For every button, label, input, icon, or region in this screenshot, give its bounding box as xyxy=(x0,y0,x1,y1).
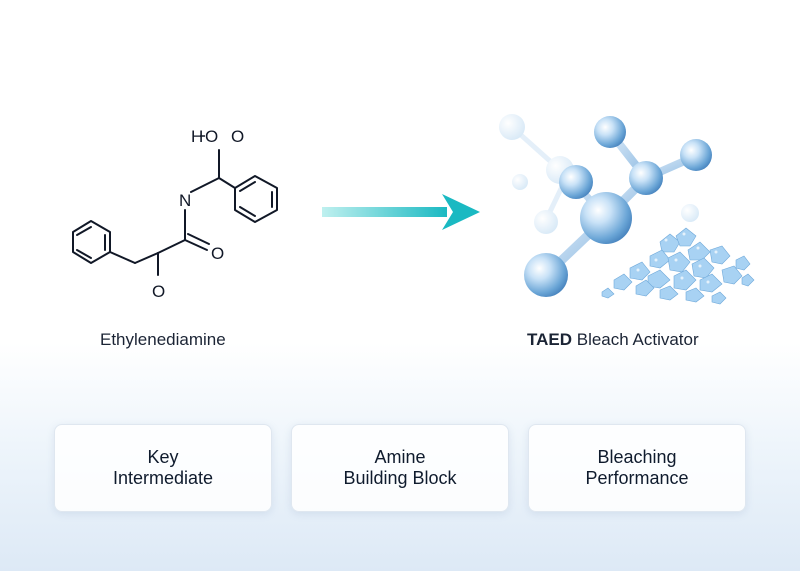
reaction-arrow xyxy=(322,194,480,230)
crystal-granules xyxy=(601,227,755,305)
atom-label-o-top-1: O xyxy=(205,127,218,146)
molecule-atoms xyxy=(524,116,712,297)
carbonyl-double-bond-2 xyxy=(187,233,210,245)
bond-n-to-ch xyxy=(190,177,220,193)
card-text: Bleaching Performance xyxy=(585,447,688,489)
card-line-1: Key xyxy=(147,447,179,467)
product-caption: TAED Bleach Activator xyxy=(527,330,699,350)
atom-sphere xyxy=(629,161,663,195)
card-line-1: Amine xyxy=(374,447,426,467)
card-line-1: Bleaching xyxy=(597,447,677,467)
carbonyl-double-bond-1 xyxy=(184,239,208,251)
product-caption-rest: Bleach Activator xyxy=(572,330,699,349)
crystal-highlights xyxy=(636,232,718,284)
right-ring-inner-bond-1 xyxy=(239,181,256,192)
card-line-2: Performance xyxy=(585,468,689,488)
bond-ch-to-right-ring xyxy=(218,177,236,189)
card-line-2: Building Block xyxy=(343,468,457,488)
bond-alpha-carbon xyxy=(134,252,159,264)
left-ring-inner-bond-3 xyxy=(76,249,92,259)
card-text: Amine Building Block xyxy=(343,447,456,489)
feature-card-bleaching-performance: Bleaching Performance xyxy=(528,424,746,512)
bond-to-carbonyl xyxy=(157,239,186,254)
atom-label-n: N xyxy=(179,191,191,210)
atom-sphere-central xyxy=(580,192,632,244)
left-ring-inner-bond-1 xyxy=(76,226,92,236)
atom-sphere xyxy=(524,253,568,297)
atom-label-o-right: O xyxy=(211,244,224,263)
card-line-2: Intermediate xyxy=(112,468,214,488)
feature-card-key-intermediate: Key Intermediate xyxy=(54,424,272,512)
atom-label-h: H xyxy=(191,127,203,146)
feature-card-amine-building-block: Amine Building Block xyxy=(291,424,509,512)
atom-label-o-bottom: O xyxy=(152,282,165,301)
right-benzene-ring xyxy=(234,175,278,223)
taed-molecule-illustration xyxy=(499,114,755,305)
atom-sphere xyxy=(594,116,626,148)
chemical-structure: H O O N O O xyxy=(72,127,278,301)
product-caption-abbrev: TAED xyxy=(527,330,573,349)
atom-label-o-top-2: O xyxy=(231,127,244,146)
arrow-shaft xyxy=(322,207,447,217)
bond-ring-to-alpha-carbon xyxy=(109,251,136,264)
atom-sphere xyxy=(559,165,593,199)
card-text: Key Intermediate xyxy=(113,447,213,489)
reactant-caption: Ethylenediamine xyxy=(100,330,226,349)
arrow-head xyxy=(442,194,480,230)
right-ring-inner-bond-3 xyxy=(239,206,256,217)
atom-sphere xyxy=(680,139,712,171)
